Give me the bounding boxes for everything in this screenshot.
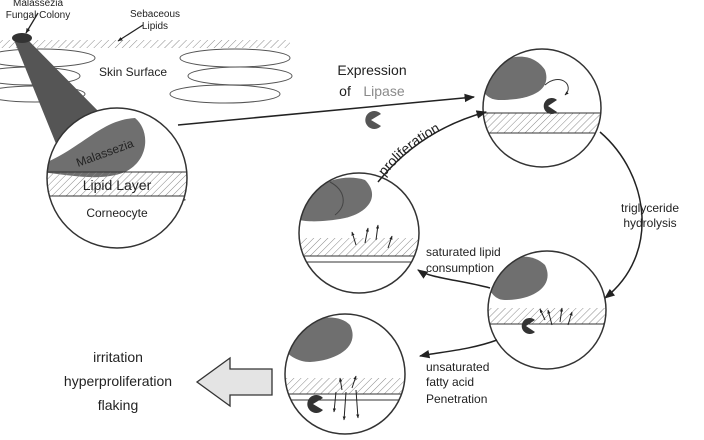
fungal-colony-label-1: Malassezia — [13, 0, 63, 9]
lipase-icon-2 — [543, 97, 557, 114]
lipid-layer-label: Lipid Layer — [83, 177, 152, 193]
unsaturated-label-3: Penetration — [426, 392, 487, 406]
sebaceous-label-2: Lipids — [142, 21, 168, 32]
saturated-label-2: consumption — [426, 261, 494, 275]
proliferation-arrow — [377, 110, 488, 183]
unsaturated-label-2: fatty acid — [426, 375, 474, 389]
unsaturated-label-1: unsaturated — [426, 360, 489, 374]
corneocyte-label: Corneocyte — [86, 206, 148, 220]
malassezia-cell — [47, 118, 146, 178]
skin-surface-label: Skin Surface — [99, 65, 167, 79]
saturated-label-1: saturated lipid — [426, 245, 501, 259]
magnified-skin-circle: Malassezia Lipid Layer Corneocyte — [46, 107, 188, 249]
penetration-circle — [284, 313, 406, 435]
outcome-arrow — [195, 356, 273, 408]
lipid-band-4 — [488, 308, 606, 324]
fungal-colony-label-2: Fungal Colony — [6, 10, 70, 21]
lipid-band-5 — [285, 378, 405, 394]
lipase-secretion-circle — [482, 48, 602, 168]
lipase-icon-5 — [307, 395, 323, 413]
consumption-circle — [298, 172, 420, 294]
consumption-arrow — [417, 269, 491, 289]
fungal-colony-icon — [12, 33, 32, 43]
hydrolysis-circle — [487, 250, 607, 370]
outcome-label-1: irritation — [93, 349, 143, 365]
sebaceous-lipid-band — [0, 40, 290, 48]
lipid-layer-band — [47, 172, 187, 196]
outcome-label-2: hyperproliferation — [64, 373, 172, 389]
circle-3-outline — [298, 172, 420, 294]
lipase-enzyme-icon — [365, 111, 381, 129]
lipid-band-2 — [483, 113, 601, 133]
expression-label: Expression — [337, 62, 406, 78]
circle-5-outline — [284, 313, 406, 435]
sebaceous-label-1: Sebaceous — [130, 9, 180, 20]
hydrolysis-label-1: triglyceride — [621, 201, 679, 215]
expression-arrow-group: Expression of Lipase — [177, 62, 476, 129]
expression-arrow — [177, 93, 476, 126]
colony-pointer — [25, 12, 39, 34]
lipase-label: Lipase — [363, 83, 404, 99]
hydrolysis-label-2: hydrolysis — [623, 216, 676, 230]
circle-1-outline — [46, 107, 188, 249]
proliferation-label: proliferation — [374, 119, 442, 178]
outcome-label-3: flaking — [98, 397, 138, 413]
of-label: of — [339, 83, 351, 99]
circle-4-outline — [487, 250, 607, 370]
circle-2-outline — [482, 48, 602, 168]
lipids-pointer — [117, 24, 144, 42]
penetration-arrow — [418, 339, 498, 359]
hydrolysis-arrow — [599, 131, 643, 299]
lipase-icon-4 — [521, 317, 535, 334]
lipid-band-3 — [299, 238, 419, 256]
